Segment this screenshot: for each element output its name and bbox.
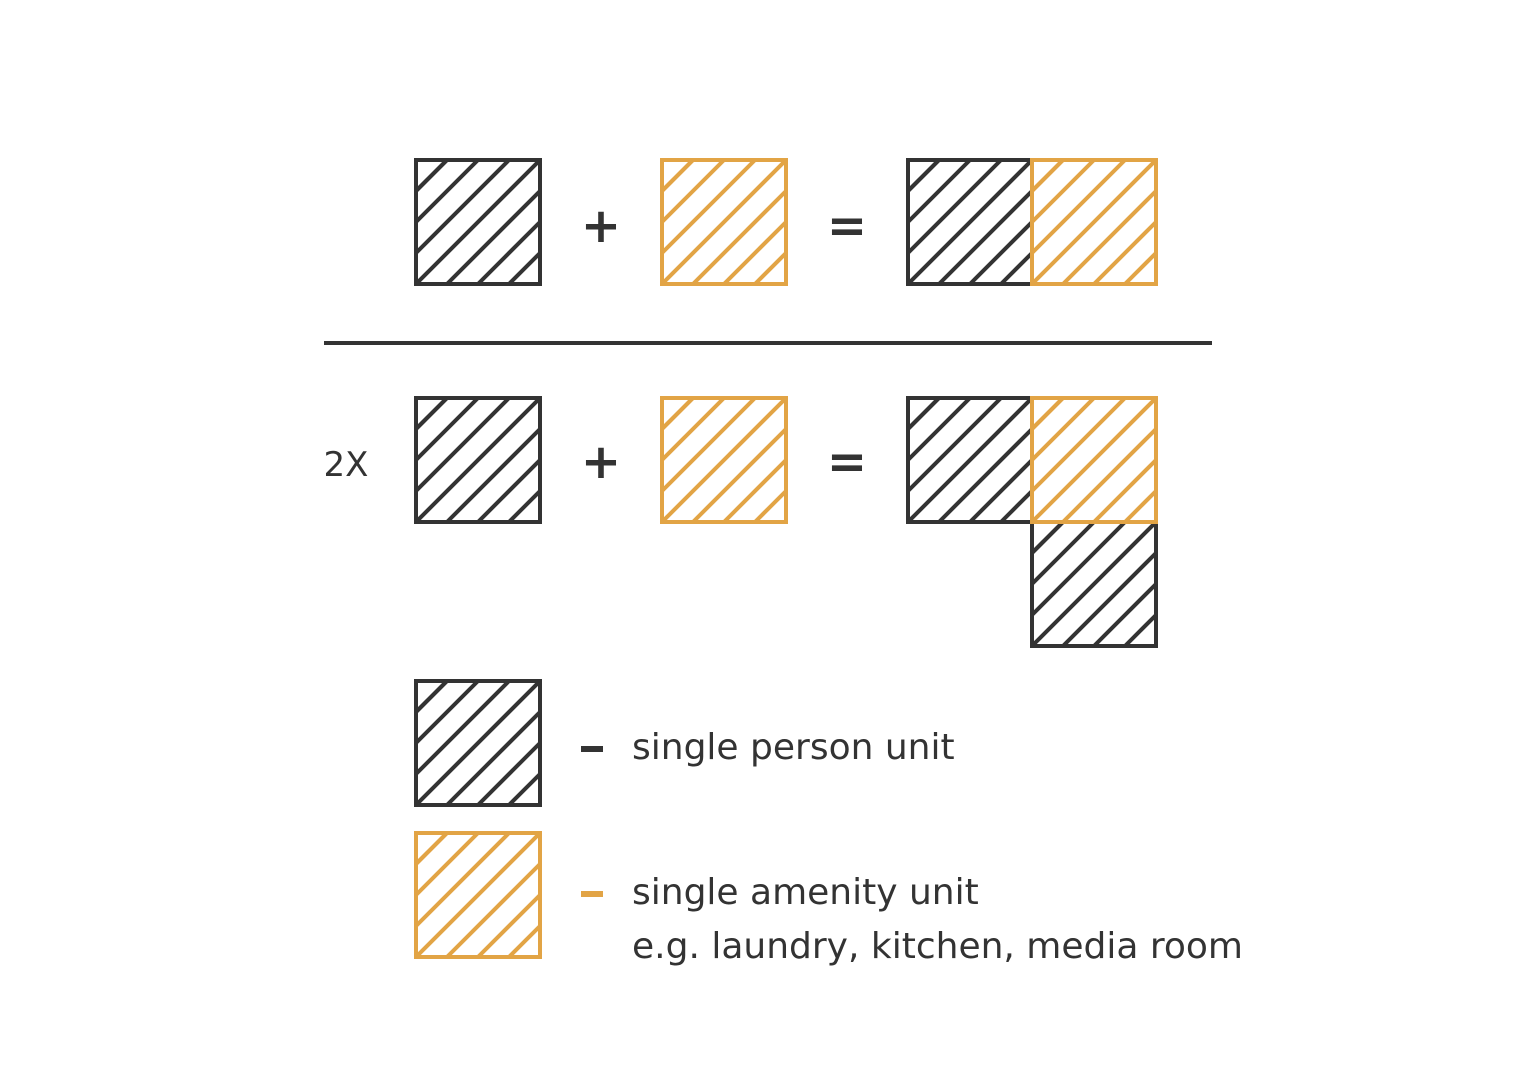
legend-person-label: single person unit <box>632 727 955 768</box>
result-combined-units <box>846 98 1158 286</box>
multiplier-label: 2X <box>324 445 369 485</box>
legend-amenity-label: single amenity unit <box>632 872 979 913</box>
amenity-unit-box <box>600 98 788 286</box>
person-unit-box <box>354 336 542 524</box>
equation-row-2: 2X + = <box>324 336 1158 648</box>
legend-person-dash <box>581 746 603 752</box>
legend-person-swatch <box>354 619 542 807</box>
person-unit-box <box>354 98 542 286</box>
result-amenity-unit-box <box>970 336 1158 524</box>
equation-row-1: + = <box>354 98 1158 286</box>
legend-amenity-swatch <box>354 771 542 959</box>
amenity-unit-box <box>600 336 788 524</box>
plus-sign: + <box>581 434 621 490</box>
equals-sign: = <box>827 198 867 254</box>
result-combined-units <box>846 336 1158 648</box>
legend-item-person: single person unit <box>354 619 955 807</box>
result-person-unit-box <box>846 98 1034 286</box>
plus-sign: + <box>581 198 621 254</box>
legend-item-amenity: single amenity unit e.g. laundry, kitche… <box>354 771 1243 967</box>
equals-sign: = <box>827 434 867 490</box>
legend-amenity-dash <box>581 891 603 897</box>
legend-amenity-examples: e.g. laundry, kitchen, media room <box>632 926 1243 967</box>
result-amenity-unit-box <box>970 98 1158 286</box>
result-person-unit-box <box>846 336 1034 524</box>
legend: single person unit single amenity unit e… <box>354 619 1243 967</box>
